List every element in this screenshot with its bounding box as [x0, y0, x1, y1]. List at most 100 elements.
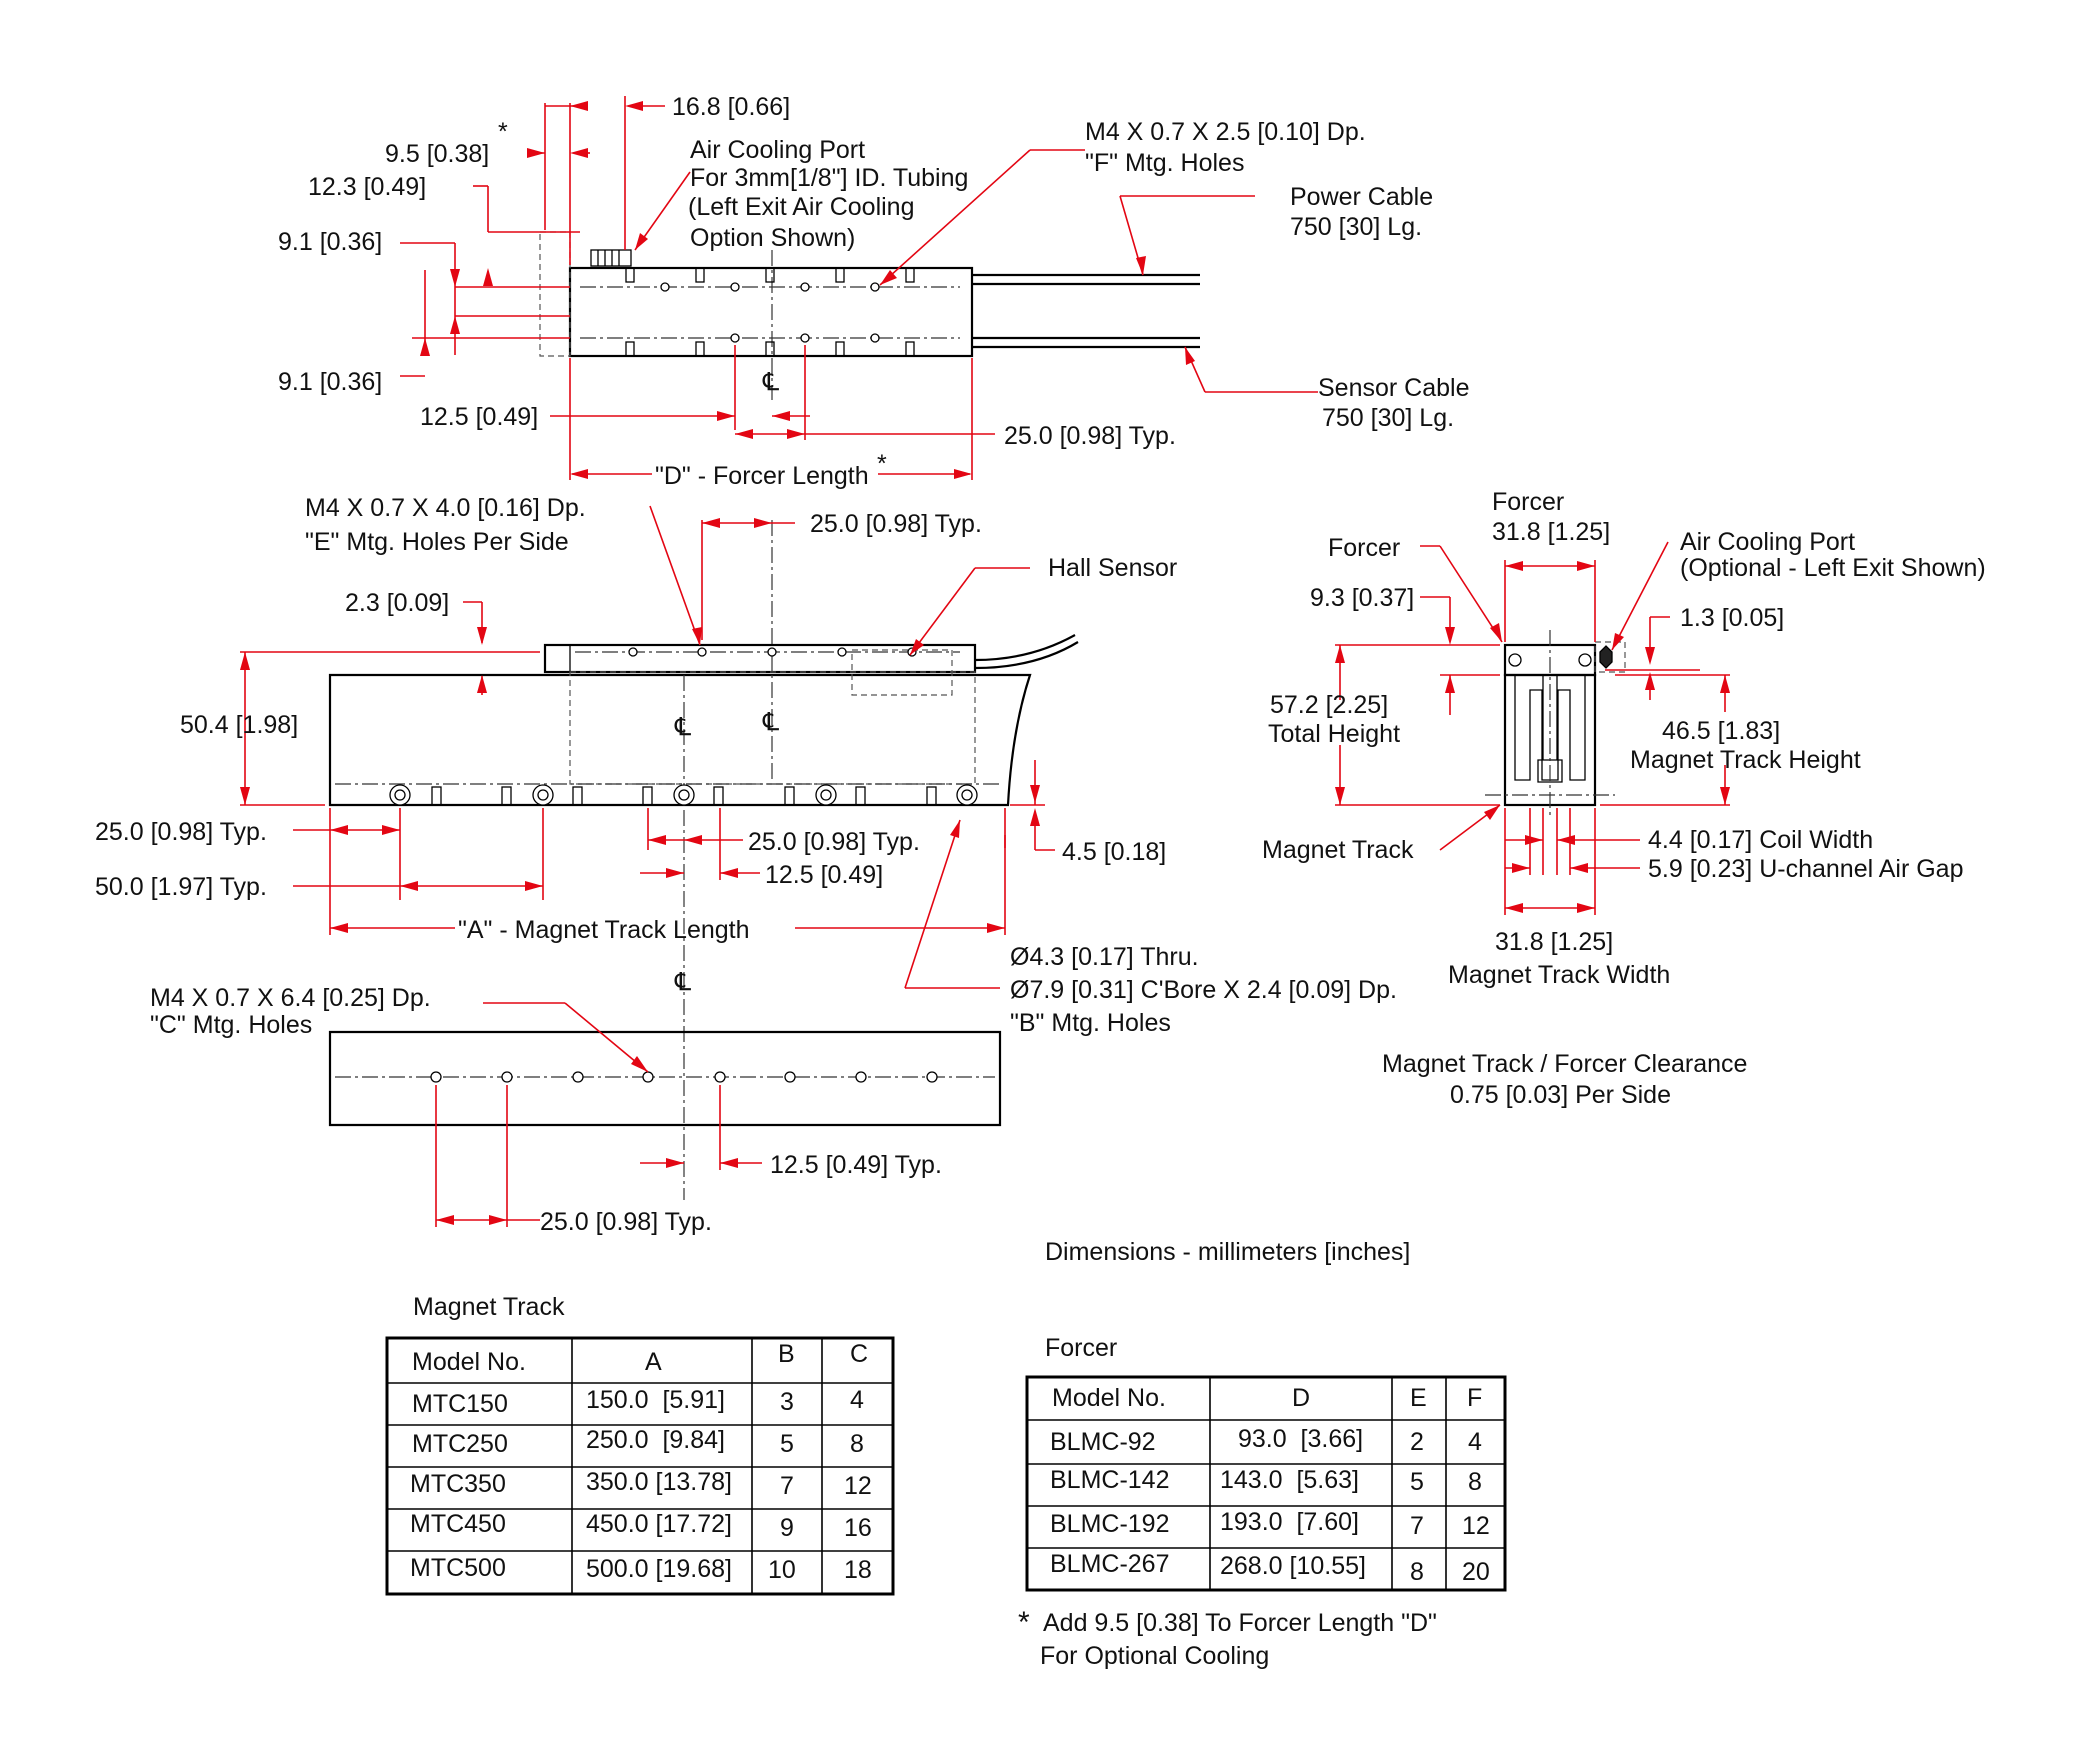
sensor-cable-line-2: 750 [30] Lg.: [1322, 404, 1454, 432]
forcer-body-top: [568, 266, 974, 358]
forcer-shadow: [569, 671, 976, 785]
total-height-label: Total Height: [1268, 720, 1400, 748]
dim-25-typ-top: 25.0 [0.98] Typ.: [1004, 422, 1176, 450]
mt-r1-model: MTC150: [412, 1390, 508, 1418]
forcer-top-label: Forcer: [1492, 488, 1564, 516]
forcer-length-label: "D" - Forcer Length: [655, 462, 869, 490]
e-holes-line-1: M4 X 0.7 X 4.0 [0.16] Dp.: [305, 494, 586, 522]
fc-r2-d: 143.0 [5.63]: [1220, 1466, 1359, 1494]
mt-r2-model: MTC250: [412, 1430, 508, 1458]
forcer-width-dim: 31.8 [1.25]: [1492, 518, 1610, 546]
dim-50-typ: 50.0 [1.97] Typ.: [95, 873, 267, 901]
mt-r2-c: 8: [850, 1430, 864, 1458]
mt-r5-c: 18: [844, 1556, 872, 1584]
forcer-table: Forcer Model No. D E F BLMC-92 93.0 [3.6…: [1025, 1334, 1507, 1592]
footnote-asterisk: *: [1018, 1606, 1030, 1639]
coil-width-label: 4.4 [0.17] Coil Width: [1648, 826, 1873, 854]
fc-r3-f: 12: [1462, 1512, 1490, 1540]
top-view: ℄: [278, 93, 1469, 490]
air-fitting-ribs: [597, 250, 620, 266]
centerline-mark-bottom: ℄: [674, 968, 691, 996]
fc-r3-model: BLMC-192: [1050, 1510, 1170, 1538]
mt-header-a: A: [645, 1348, 662, 1376]
e-holes-line-2: "E" Mtg. Holes Per Side: [305, 528, 569, 556]
fc-header-e: E: [1410, 1384, 1427, 1412]
coil-profile: [1537, 675, 1563, 783]
dim-9-3: 9.3 [0.37]: [1310, 584, 1414, 612]
magnet-track-bottom: [328, 1030, 1002, 1127]
fc-r2-model: BLMC-142: [1050, 1466, 1170, 1494]
centerline-mark-side-2: ℄: [762, 708, 779, 736]
end-view: Forcer 31.8 [1.25] Forcer Air Cooling Po…: [1262, 488, 1986, 1109]
power-cable-line-2: 750 [30] Lg.: [1290, 213, 1422, 241]
fc-r1-model: BLMC-92: [1050, 1428, 1156, 1456]
magnet-track-table: Magnet Track Model No. A B C MTC150 150.…: [385, 1293, 895, 1596]
mt-r1-b: 3: [780, 1388, 794, 1416]
forcer-left-label: Forcer: [1328, 534, 1400, 562]
c-mtg-holes-bottom: [430, 1071, 938, 1083]
power-cable-line-1: Power Cable: [1290, 183, 1433, 211]
fc-r3-d: 193.0 [7.60]: [1220, 1508, 1359, 1536]
fc-r4-d: 268.0 [10.55]: [1220, 1552, 1366, 1580]
fc-r2-f: 8: [1468, 1468, 1482, 1496]
mt-r4-c: 16: [844, 1514, 872, 1542]
dim-25-typ-bottom: 25.0 [0.98] Typ.: [540, 1208, 712, 1236]
fc-r4-model: BLMC-267: [1050, 1550, 1170, 1578]
mt-r3-c: 12: [844, 1472, 872, 1500]
forcer-table-title: Forcer: [1045, 1334, 1117, 1362]
mt-r1-c: 4: [850, 1386, 864, 1414]
f-holes-line-1: M4 X 0.7 X 2.5 [0.10] Dp.: [1085, 118, 1366, 146]
clearance-line-2: 0.75 [0.03] Per Side: [1450, 1081, 1671, 1109]
air-port-line-4: Option Shown): [690, 224, 855, 252]
mt-r4-model: MTC450: [410, 1510, 506, 1538]
b-holes-line-3: "B" Mtg. Holes: [1010, 1009, 1171, 1037]
fc-r3-e: 7: [1410, 1512, 1424, 1540]
fc-r1-f: 4: [1468, 1428, 1482, 1456]
air-port-end-line-2: (Optional - Left Exit Shown): [1680, 554, 1986, 582]
air-port-fitting-end: [1599, 645, 1613, 669]
magnet-track-side: [328, 673, 1032, 807]
f-holes-line-2: "F" Mtg. Holes: [1085, 149, 1244, 177]
centerline-mark-top: ℄: [762, 368, 779, 396]
dim-9-1-top: 9.1 [0.36]: [278, 228, 382, 256]
top-view-dimensions: [400, 96, 1318, 480]
dim-9-5: 9.5 [0.38]: [385, 140, 489, 168]
footnote: * Add 9.5 [0.38] To Forcer Length "D" Fo…: [1018, 1606, 1437, 1670]
end-view-dimensions: [1335, 541, 1730, 915]
magnet-height-label: Magnet Track Height: [1630, 746, 1861, 774]
sensor-cable-line-1: Sensor Cable: [1318, 374, 1469, 402]
c-mtg-holes-side: [431, 786, 937, 806]
mt-r3-a: 350.0 [13.78]: [586, 1468, 732, 1496]
hall-sensor-label: Hall Sensor: [1048, 554, 1177, 582]
dim-4-5: 4.5 [0.18]: [1062, 838, 1166, 866]
centerline-mark-side-1: ℄: [674, 713, 691, 741]
b-mtg-counterbores: [389, 784, 978, 806]
magnet-height-dim: 46.5 [1.83]: [1662, 717, 1780, 745]
mt-r3-b: 7: [780, 1472, 794, 1500]
footnote-line-1: Add 9.5 [0.38] To Forcer Length "D": [1043, 1609, 1437, 1637]
mt-r5-model: MTC500: [410, 1554, 506, 1582]
dim-9-1-bottom: 9.1 [0.36]: [278, 368, 382, 396]
side-view-dimensions: [240, 505, 1055, 989]
fc-r2-e: 5: [1410, 1468, 1424, 1496]
mt-r4-a: 450.0 [17.72]: [586, 1510, 732, 1538]
f-mtg-holes-top: [625, 267, 915, 292]
air-fitting: [590, 249, 632, 267]
mt-r5-a: 500.0 [19.68]: [586, 1555, 732, 1583]
hall-cable: [974, 634, 1076, 662]
mt-r1-a: 150.0 [5.91]: [586, 1386, 725, 1414]
magnet-track-table-title: Magnet Track: [413, 1293, 565, 1321]
asterisk-9-5: *: [498, 118, 508, 146]
side-view: ℄ ℄ ℄: [95, 494, 1397, 1200]
mt-r4-b: 9: [780, 1514, 794, 1542]
air-port-line-3: (Left Exit Air Cooling: [688, 193, 915, 221]
dim-25-typ-side-mid: 25.0 [0.98] Typ.: [748, 828, 920, 856]
dim-16-8: 16.8 [0.66]: [672, 93, 790, 121]
mt-r5-b: 10: [768, 1556, 796, 1584]
fc-r1-d: 93.0 [3.66]: [1238, 1425, 1363, 1453]
mt-r2-a: 250.0 [9.84]: [586, 1426, 725, 1454]
dim-25-typ-side-left: 25.0 [0.98] Typ.: [95, 818, 267, 846]
track-width-label: Magnet Track Width: [1448, 961, 1670, 989]
air-port-line-2: For 3mm[1/8"] ID. Tubing: [690, 164, 968, 192]
